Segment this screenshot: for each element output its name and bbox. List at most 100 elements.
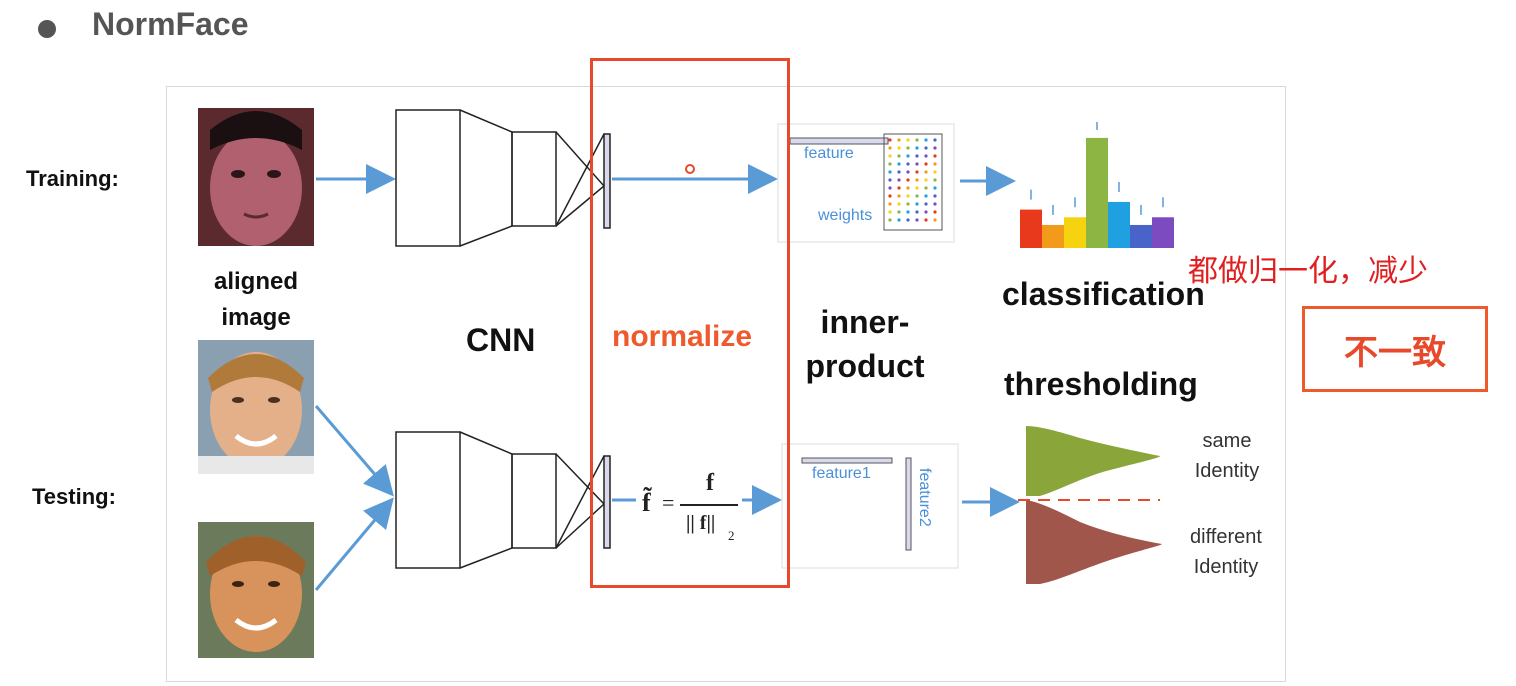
weight-dot — [888, 218, 892, 222]
different-identity-distribution — [1026, 500, 1162, 584]
same-identity-distribution — [1026, 426, 1160, 496]
weight-dot — [897, 210, 901, 214]
annotation-note: 都做归一化，减少 — [1188, 254, 1428, 289]
weight-dot — [933, 138, 937, 142]
diff-label-line1: different — [1190, 526, 1262, 548]
weight-dot — [933, 210, 937, 214]
same-label-line2: Identity — [1194, 460, 1260, 482]
weight-dot — [924, 138, 928, 142]
weight-dot — [915, 162, 919, 166]
weight-dot — [933, 162, 937, 166]
feature2-label: feature2 — [916, 468, 933, 527]
weights-matrix-icon — [888, 138, 937, 222]
weight-dot — [897, 146, 901, 150]
weight-dot — [897, 154, 901, 158]
weight-dot — [933, 202, 937, 206]
annotation-boxed-text: 不一致 — [1344, 332, 1446, 373]
weight-dot — [888, 146, 892, 150]
weight-dot — [897, 202, 901, 206]
diff-label-line2: Identity — [1193, 556, 1259, 578]
weight-dot — [924, 154, 928, 158]
formula-numerator: f — [706, 470, 714, 496]
feature-label: feature — [804, 145, 854, 162]
weight-dot — [888, 154, 892, 158]
weight-dot — [915, 218, 919, 222]
weight-dot — [924, 218, 928, 222]
weight-dot — [888, 186, 892, 190]
weight-dot — [933, 146, 937, 150]
weight-dot — [924, 178, 928, 182]
weight-dot — [888, 162, 892, 166]
cnn-training-icon — [395, 109, 611, 247]
classification-bars — [1020, 121, 1174, 248]
cursor-marker-icon — [685, 164, 695, 174]
weight-dot — [906, 194, 910, 198]
weight-dot — [906, 154, 910, 158]
weight-dot — [924, 186, 928, 190]
weight-dot — [888, 138, 892, 142]
weight-dot — [897, 194, 901, 198]
weight-dot — [933, 154, 937, 158]
training-label: Training: — [26, 166, 119, 191]
normalize-label: normalize — [612, 320, 753, 353]
weight-dot — [897, 178, 901, 182]
classification-label: classification — [1002, 276, 1205, 312]
inner-product-label: inner- product — [800, 300, 930, 388]
annotation-box: 不一致 — [1302, 306, 1488, 392]
inner-label-line2: product — [805, 348, 925, 384]
inner-label-line1: inner- — [820, 304, 910, 340]
training-face-image — [198, 108, 314, 246]
weight-dot — [906, 210, 910, 214]
weight-dot — [915, 194, 919, 198]
cnn-testing-icon — [395, 431, 611, 569]
weight-dot — [915, 138, 919, 142]
testing-face-image-1 — [198, 340, 314, 474]
weight-dot — [888, 170, 892, 174]
formula-equals: = — [662, 490, 675, 515]
classification-bar — [1042, 224, 1064, 248]
classification-bar — [1152, 217, 1174, 248]
weight-dot — [915, 210, 919, 214]
classification-bar — [1130, 224, 1152, 248]
same-label-line1: same — [1202, 430, 1252, 452]
feature2-vector-icon — [905, 457, 912, 551]
weight-dot — [906, 170, 910, 174]
arrow-face1-to-cnn-testing — [314, 405, 394, 497]
formula-denominator: || f|| — [686, 512, 716, 534]
weight-dot — [897, 162, 901, 166]
weight-dot — [924, 210, 928, 214]
weight-dot — [933, 170, 937, 174]
weight-dot — [924, 170, 928, 174]
different-identity-label: different Identity — [1176, 522, 1276, 582]
weight-dot — [888, 194, 892, 198]
weight-dot — [897, 218, 901, 222]
aligned-label-line2: image — [221, 304, 291, 331]
classification-bar — [1064, 217, 1086, 248]
weight-dot — [933, 178, 937, 182]
weight-dot — [915, 146, 919, 150]
weight-dot — [888, 210, 892, 214]
feature1-label: feature1 — [812, 465, 871, 482]
testing-face-image-2 — [198, 522, 314, 658]
page-title: NormFace — [92, 6, 249, 42]
classification-bar — [1020, 209, 1042, 248]
normalize-formula: f̃ = f || f|| 2 — [642, 470, 742, 550]
weight-dot — [888, 178, 892, 182]
weights-label: weights — [818, 207, 873, 224]
diagram-frame — [166, 86, 1286, 682]
weight-dot — [933, 218, 937, 222]
classification-bar — [1108, 201, 1130, 248]
weight-dot — [924, 146, 928, 150]
weight-dot — [906, 218, 910, 222]
aligned-label-line1: aligned — [213, 268, 298, 295]
normalize-highlight-box — [590, 58, 790, 588]
arrow-face2-to-cnn-testing — [314, 497, 394, 591]
thresholding-label: thresholding — [1004, 366, 1198, 402]
weight-dot — [915, 154, 919, 158]
weight-dot — [897, 138, 901, 142]
testing-label: Testing: — [32, 484, 116, 509]
weight-dot — [906, 178, 910, 182]
weight-dot — [897, 170, 901, 174]
weight-dot — [933, 194, 937, 198]
